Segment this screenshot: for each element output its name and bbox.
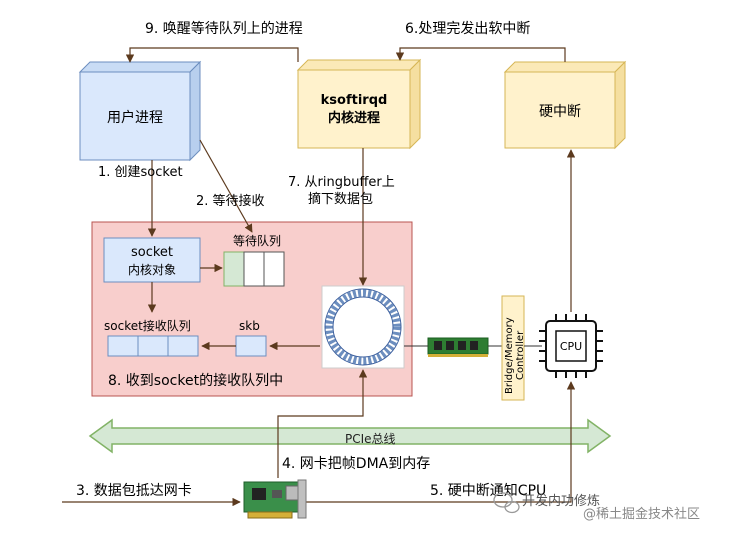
ksoftirqd-label: ksoftirqd — [321, 93, 388, 108]
step2-label: 2. 等待接收 — [196, 193, 265, 209]
user-process-box — [78, 60, 202, 162]
step7-sublabel: 摘下数据包 — [308, 191, 373, 207]
step5-arrow — [305, 381, 576, 503]
socket-object-box — [103, 237, 201, 283]
step5-label: 5. 硬中断通知CPU — [430, 482, 546, 499]
ksoftirqd-sublabel: 内核进程 — [328, 110, 380, 126]
step2-arrow — [199, 139, 253, 233]
step9-arrow — [125, 47, 299, 63]
user-process-label: 用户进程 — [107, 109, 163, 126]
network-card-icon — [243, 479, 307, 519]
step4-label: 4. 网卡把帧DMA到内存 — [282, 456, 430, 472]
step6-label: 6.处理完发出软中断 — [405, 21, 530, 37]
watermark-text: 开发内功修炼 — [522, 493, 600, 509]
step8-label: 8. 收到socket的接收队列中 — [108, 372, 283, 389]
hard-irq-box — [503, 60, 627, 150]
socket-object-label: socket — [131, 245, 173, 260]
recv-queue — [107, 335, 199, 357]
step9-label: 9. 唤醒等待队列上的进程 — [145, 20, 303, 37]
step4-arrow — [277, 369, 368, 478]
ring-buffer-icon — [321, 285, 405, 369]
wechat-icon — [493, 492, 520, 514]
step3-label: 3. 数据包抵达网卡 — [76, 483, 192, 499]
cpu-label: CPU — [560, 340, 582, 353]
skb-box — [235, 335, 267, 357]
pcie-bus-arrow — [88, 418, 612, 454]
pcie-label: PCIe总线 — [345, 432, 396, 446]
step6-arrow — [395, 47, 566, 62]
skb-label: skb — [239, 319, 260, 333]
bridge-label: Bridge/Memory — [504, 317, 515, 394]
step1-label: 1. 创建socket — [98, 165, 183, 180]
bridge-sublabel: Controller — [515, 330, 526, 380]
memory-module-icon — [427, 337, 489, 357]
step7-label: 7. 从ringbuffer上 — [288, 175, 395, 190]
ksoftirqd-box — [296, 58, 422, 150]
recv-queue-label: socket接收队列 — [104, 318, 191, 333]
hard-irq-label: 硬中断 — [539, 104, 581, 120]
cpu-chip-icon — [539, 314, 603, 378]
wait-queue — [223, 251, 285, 287]
wait-queue-label: 等待队列 — [233, 233, 281, 248]
socket-object-sublabel: 内核对象 — [128, 263, 176, 277]
bridge-controller-box — [501, 295, 525, 401]
watermark-site: @稀土掘金技术社区 — [583, 506, 700, 522]
